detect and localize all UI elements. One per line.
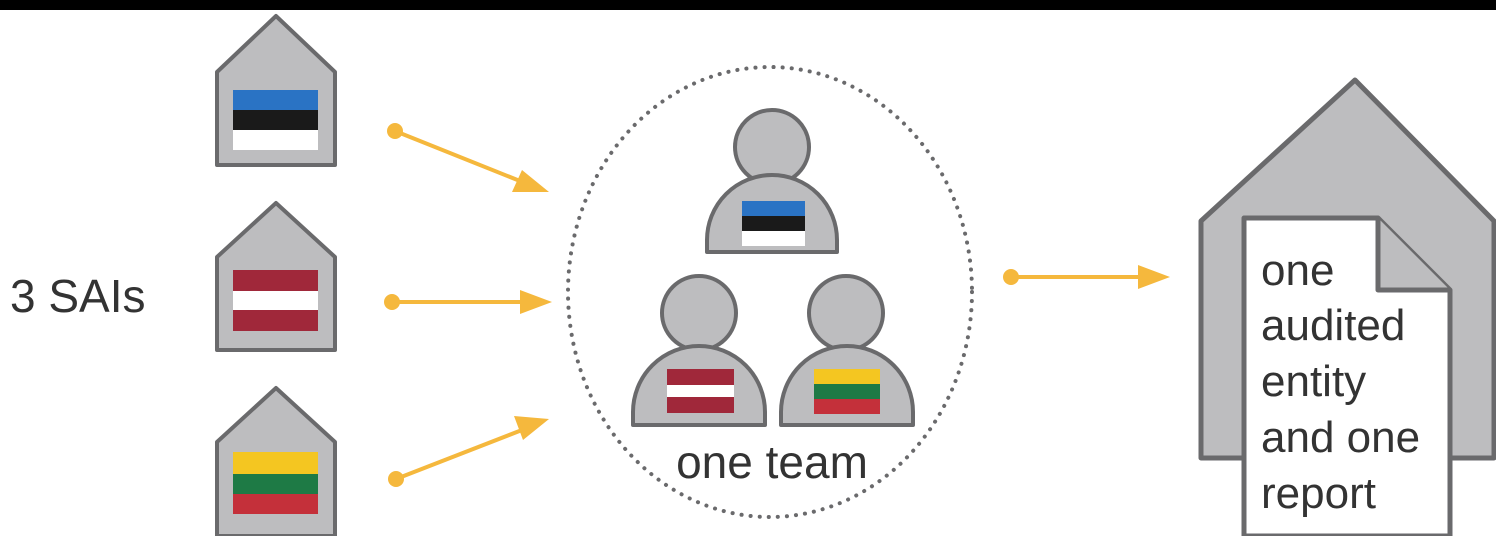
top-black-bar: [0, 0, 1496, 10]
team-dotted-circle: [566, 65, 974, 519]
sais-label: 3 SAIs: [10, 270, 146, 322]
house-lithuania: [215, 386, 337, 536]
arrow-estonia-to-team: [387, 123, 549, 192]
flag-lithuania: [233, 452, 318, 514]
house-estonia: [215, 14, 337, 167]
flag-lithuania-person: [814, 369, 880, 414]
report-text: one audited entity and one report: [1261, 246, 1432, 518]
house-latvia: [215, 201, 337, 352]
flag-latvia-person: [667, 369, 734, 413]
report-line: one: [1261, 246, 1334, 295]
arrow-latvia-to-team: [384, 290, 552, 314]
report-line: and one: [1261, 413, 1420, 462]
arrow-team-to-entity: [1003, 265, 1170, 289]
flag-estonia: [233, 90, 318, 150]
arrow-lithuania-to-team: [388, 416, 549, 487]
report-line: entity: [1261, 357, 1366, 406]
report-line: report: [1261, 469, 1376, 518]
report-document: one audited entity and one report: [1241, 215, 1453, 536]
person-latvia: [631, 274, 767, 427]
flag-latvia: [233, 270, 318, 331]
report-folded-corner: [1375, 218, 1450, 293]
team-label: one team: [676, 436, 868, 488]
report-line: audited: [1261, 301, 1405, 350]
person-lithuania: [779, 274, 915, 427]
person-estonia: [705, 108, 839, 254]
flag-estonia-person: [742, 201, 805, 246]
